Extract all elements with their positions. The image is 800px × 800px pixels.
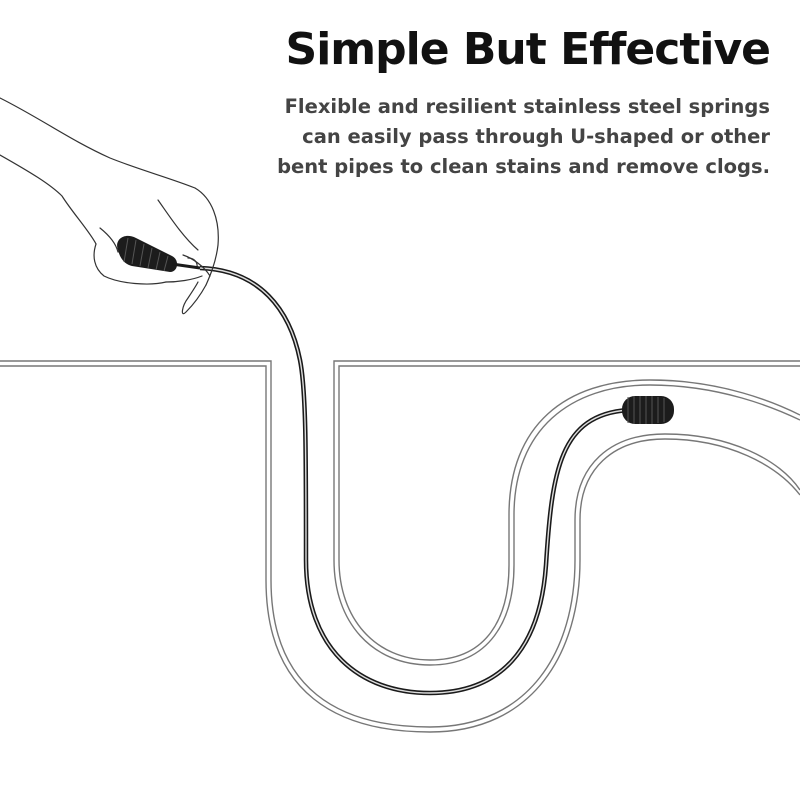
description: Flexible and resilient stainless steel s… bbox=[277, 92, 770, 182]
description-line: can easily pass through U-shaped or othe… bbox=[302, 125, 770, 148]
description-line: Flexible and resilient stainless steel s… bbox=[284, 95, 770, 118]
page-title: Simple But Effective bbox=[285, 24, 771, 75]
description-line: bent pipes to clean stains and remove cl… bbox=[277, 155, 770, 178]
u-pipe-icon bbox=[0, 360, 800, 733]
hand-brush-icon bbox=[117, 235, 201, 272]
brush-wire bbox=[199, 265, 629, 696]
hand-icon bbox=[0, 97, 219, 315]
brush-head-icon bbox=[622, 396, 674, 424]
